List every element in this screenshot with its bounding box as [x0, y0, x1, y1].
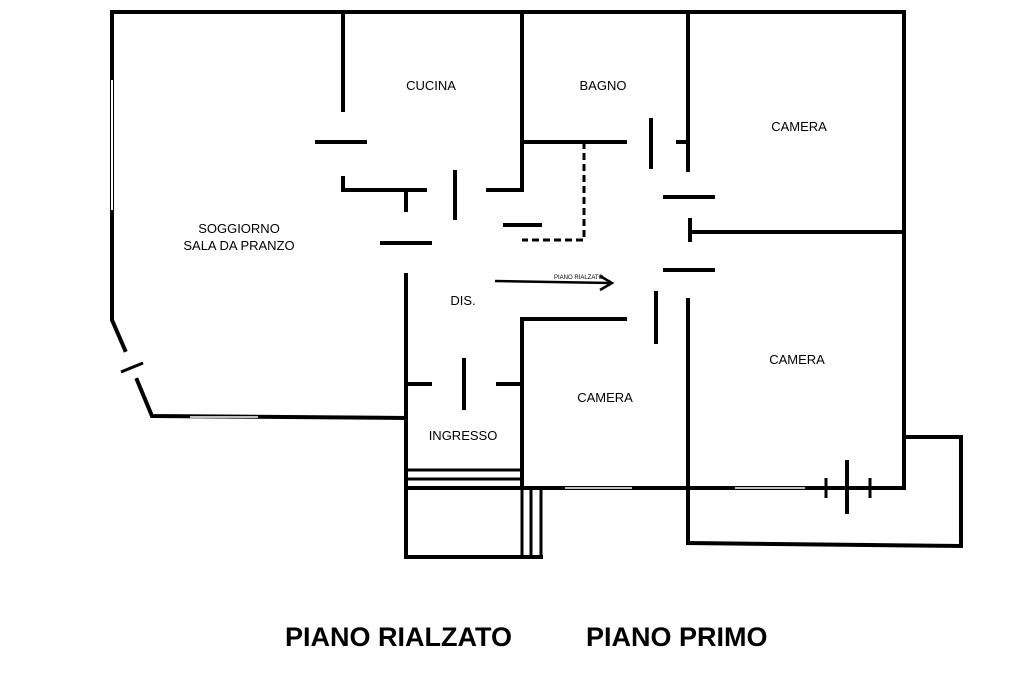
interior-walls: [315, 10, 906, 559]
floor-labels: PIANO RIALZATO PIANO PRIMO: [0, 620, 1024, 660]
room-label-cucina: CUCINA: [406, 78, 456, 93]
window-marker: [120, 361, 144, 374]
stair-arrow: PIANO RIALZATO: [494, 274, 615, 292]
room-label-camera-top: CAMERA: [771, 119, 827, 134]
arrow-label: PIANO RIALZATO: [554, 275, 603, 281]
room-label-ingresso: INGRESSO: [429, 428, 498, 443]
room-label-sala-da-pranzo: SALA DA PRANZO: [183, 238, 294, 253]
window-gaps: [111, 80, 805, 489]
floor-label-first: PIANO PRIMO: [586, 622, 768, 652]
room-label-bagno: BAGNO: [580, 78, 627, 93]
outer-walls: [110, 10, 963, 549]
room-label-soggiorno: SOGGIORNO: [198, 221, 280, 236]
room-label-dis: DIS.: [450, 293, 475, 308]
room-label-camera-right: CAMERA: [769, 352, 825, 367]
floor-label-raised: PIANO RIALZATO: [285, 622, 512, 652]
room-label-camera-mid: CAMERA: [577, 390, 633, 405]
